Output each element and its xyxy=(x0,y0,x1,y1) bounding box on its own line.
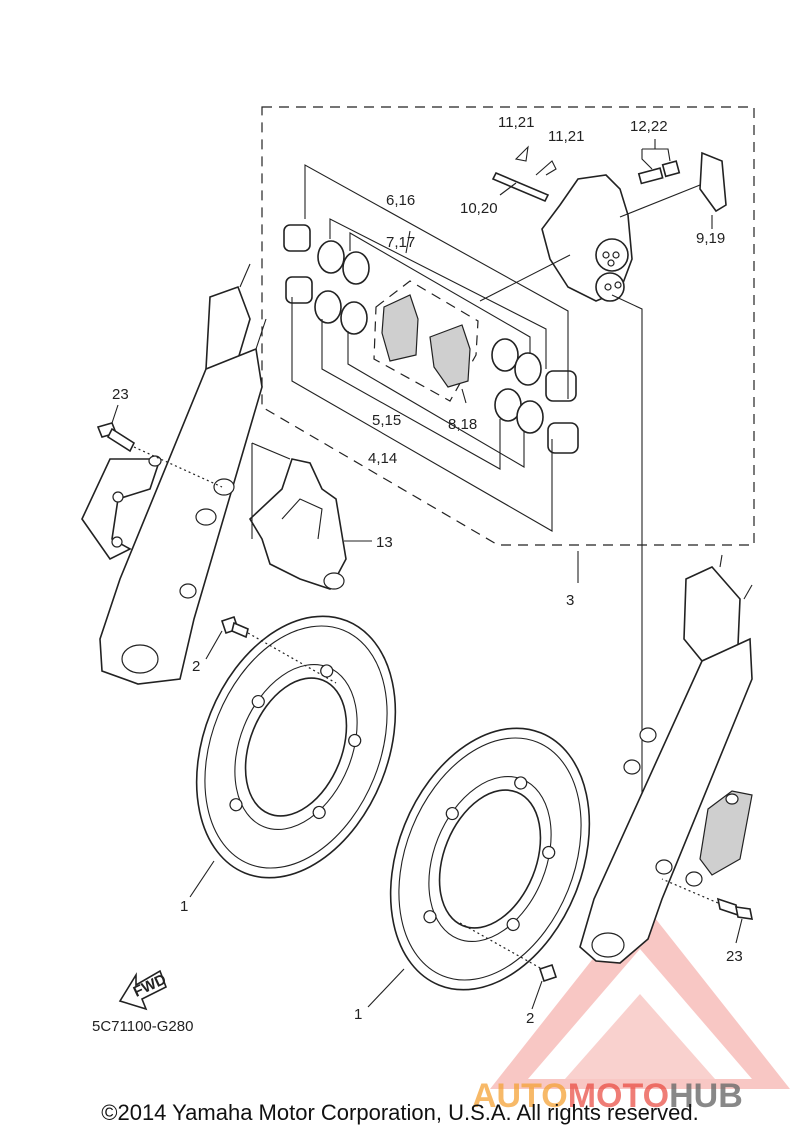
callout-1-left: 1 xyxy=(180,898,188,915)
brake-pads-8 xyxy=(373,280,479,402)
disc-bolt-2-upper xyxy=(205,615,337,684)
bleed-screw-12 xyxy=(637,160,681,185)
callout-7-17: 7,17 xyxy=(386,234,415,251)
caliper-kit-boundary xyxy=(261,106,755,546)
callout-11-21-a: 11,21 xyxy=(498,114,534,131)
callout-4-14: 4,14 xyxy=(368,450,397,467)
watermark-triangle xyxy=(490,899,790,1089)
callout-23-left: 23 xyxy=(112,386,129,403)
pin-10 xyxy=(491,171,550,203)
upper-caliper-body xyxy=(541,174,633,302)
callout-1-right: 1 xyxy=(354,1006,362,1023)
right-fork-leg xyxy=(579,554,753,964)
bolt-23-right xyxy=(661,878,754,944)
copyright-notice: ©2014 Yamaha Motor Corporation, U.S.A. A… xyxy=(101,1100,699,1125)
spring-9 xyxy=(699,151,727,229)
callout-11-21-b: 11,21 xyxy=(548,128,584,145)
piston-group-right xyxy=(491,338,579,454)
clip-11 xyxy=(514,145,557,176)
callout-2-lower: 2 xyxy=(526,1010,534,1027)
callout-23-right: 23 xyxy=(726,948,743,965)
watermark-auto: AUTO xyxy=(472,1077,568,1115)
brake-disc-right xyxy=(389,727,591,991)
disc-bolt-2-lower xyxy=(459,922,558,1010)
brake-disc-left xyxy=(195,615,397,879)
disc-left-leader xyxy=(189,860,215,898)
disc-right-leader xyxy=(367,968,405,1008)
watermark-moto: MOTO xyxy=(568,1077,669,1115)
left-fork-leg xyxy=(99,263,267,685)
fwd-arrow-icon xyxy=(118,969,168,1011)
callout-3: 3 xyxy=(566,592,574,609)
drawing-code: 5C71100-G280 xyxy=(92,1018,193,1035)
watermark-brand: AUTOMOTOHUB xyxy=(472,1077,743,1115)
callout-5-15: 5,15 xyxy=(372,412,401,429)
callout-8-18: 8,18 xyxy=(448,416,477,433)
callout-13: 13 xyxy=(376,534,393,551)
callout-9-19: 9,19 xyxy=(696,230,725,247)
callout-6-16: 6,16 xyxy=(386,192,415,209)
piston-group-left xyxy=(283,224,370,335)
right-bracket xyxy=(699,790,753,876)
callout-2-upper: 2 xyxy=(192,658,200,675)
bolt-23-left xyxy=(96,404,223,488)
callout-10-20: 10,20 xyxy=(460,200,498,217)
callout-12-22: 12,22 xyxy=(630,118,668,135)
leader-lines xyxy=(291,139,701,831)
caliper-13 xyxy=(248,442,372,590)
watermark-hub: HUB xyxy=(669,1077,743,1115)
